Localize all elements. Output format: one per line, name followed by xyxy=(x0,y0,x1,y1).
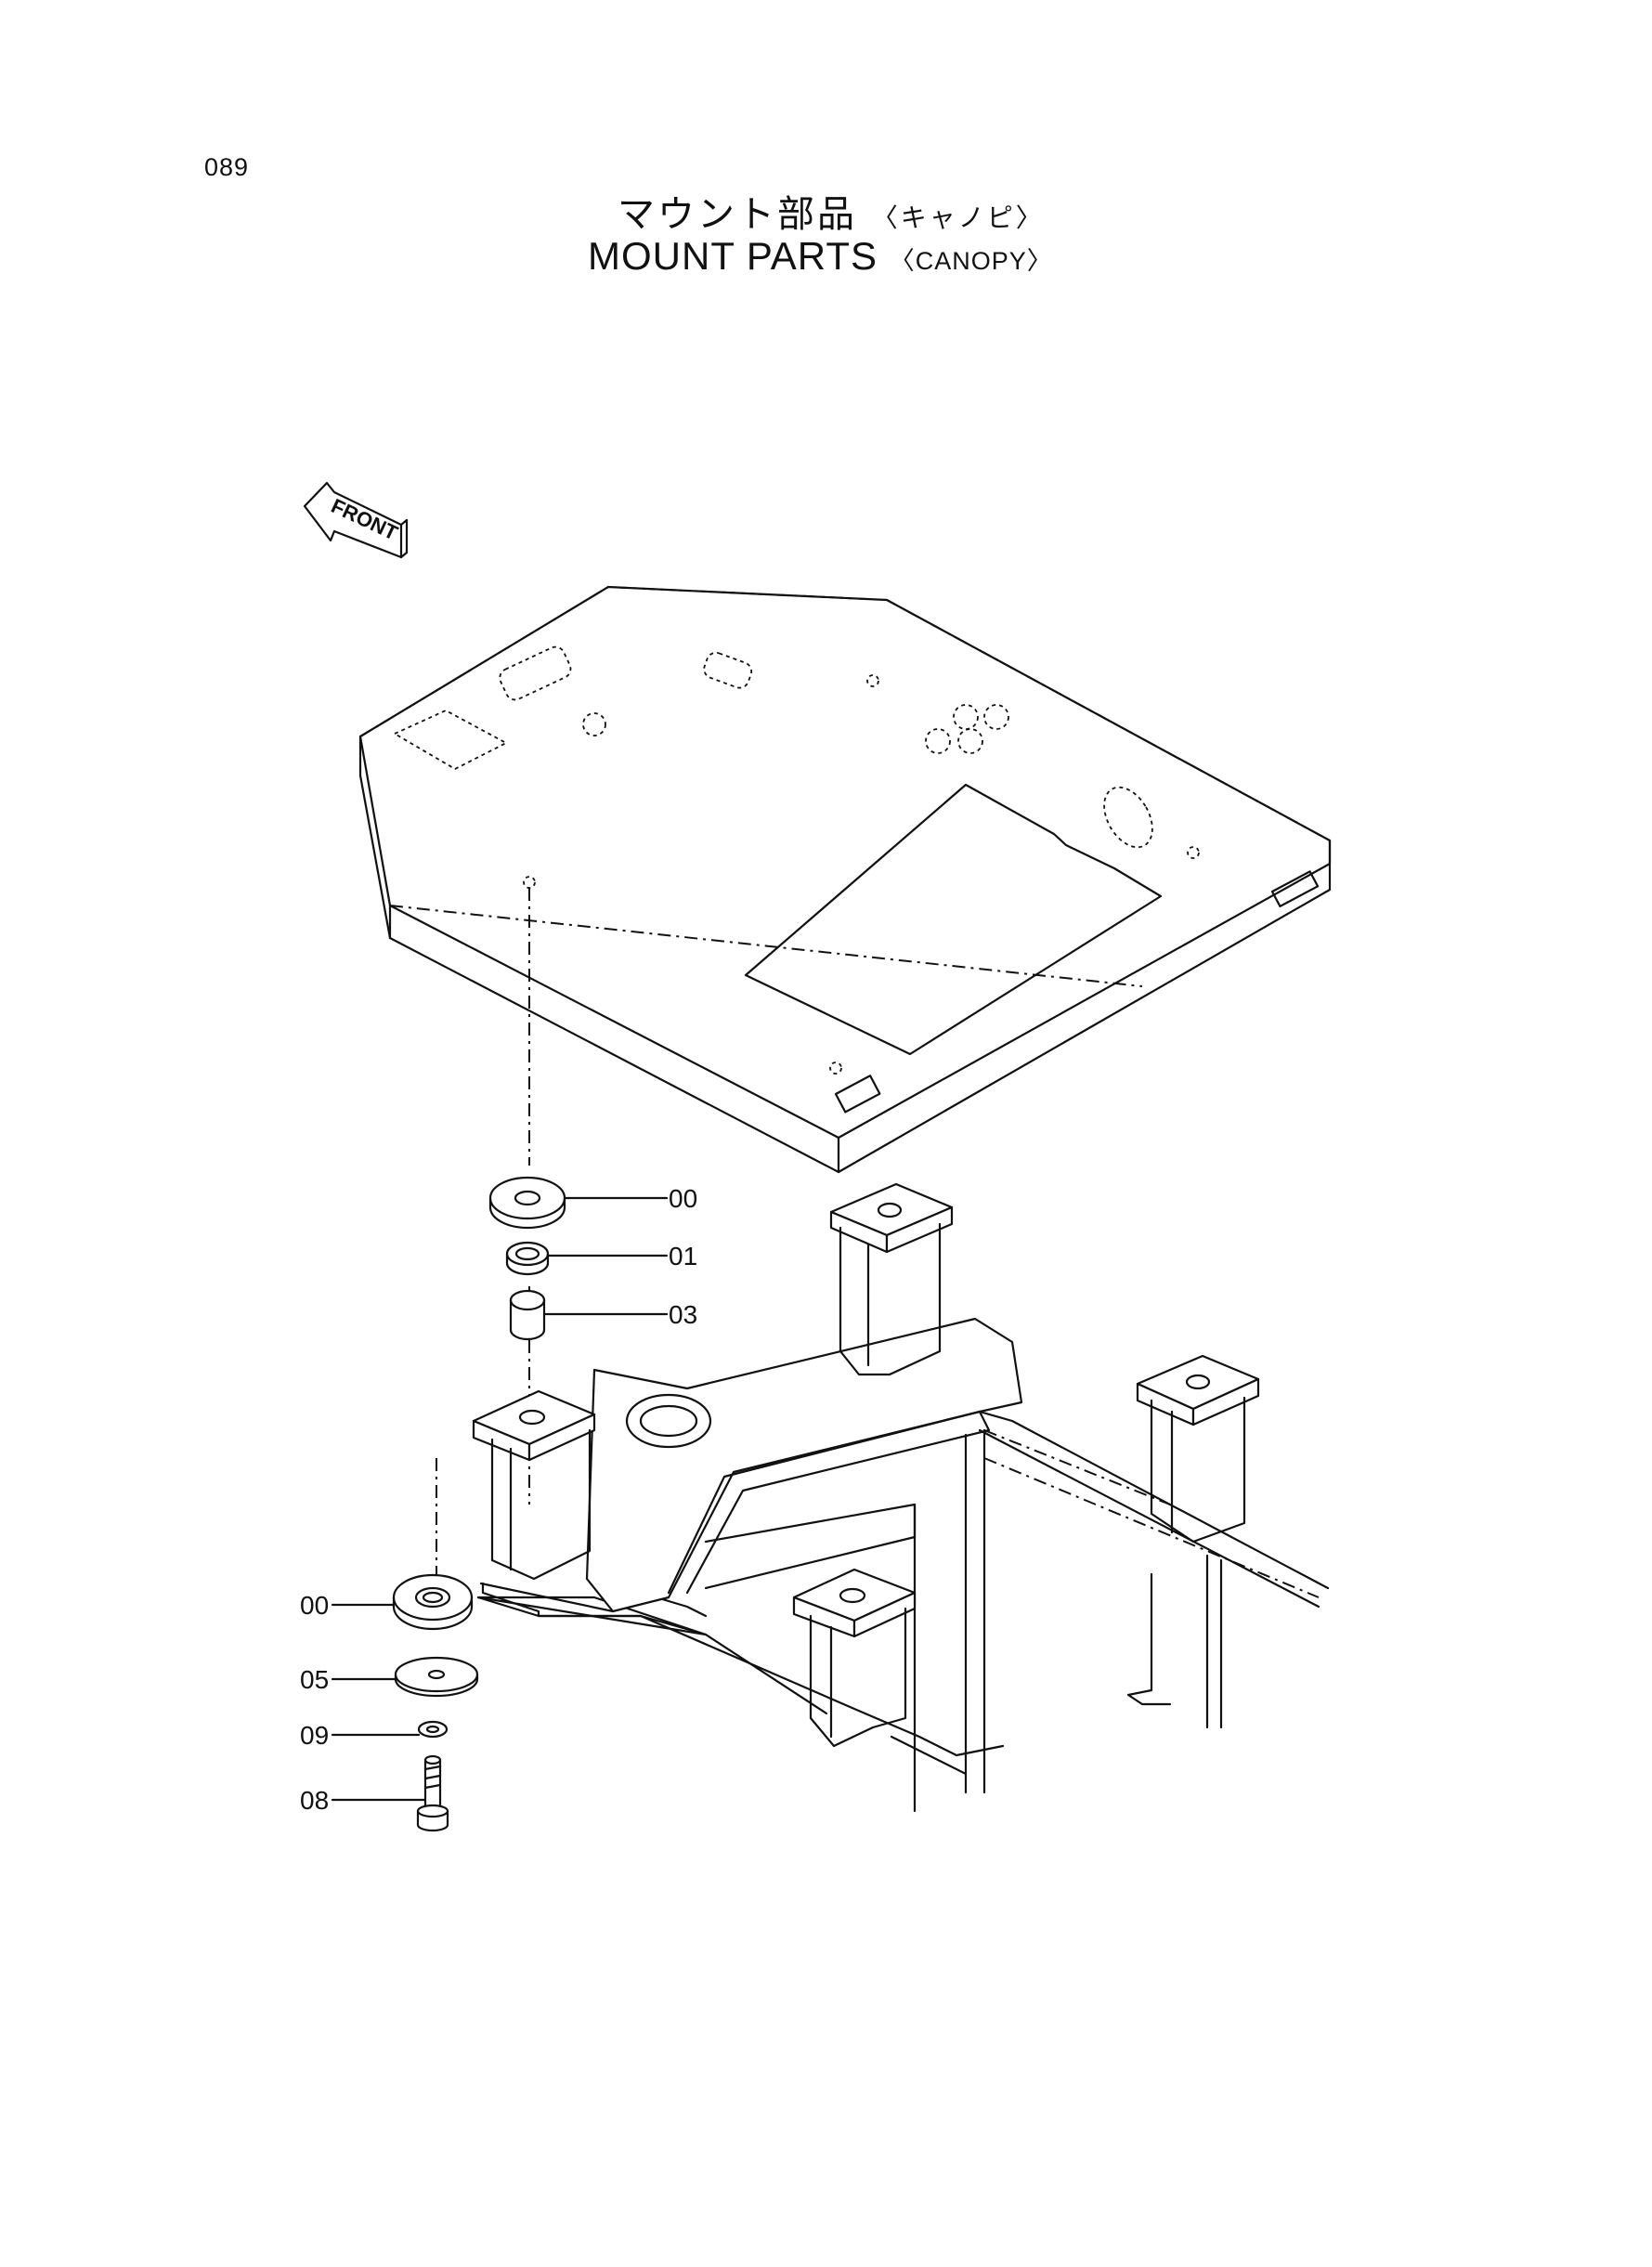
callout-00-bottom: 00 xyxy=(300,1591,329,1620)
bolt xyxy=(416,1754,449,1832)
post-bottom xyxy=(792,1568,917,1748)
bushing xyxy=(505,1241,550,1276)
canopy-frame xyxy=(476,1317,1330,1813)
post-right xyxy=(1136,1354,1260,1544)
page-number: 089 xyxy=(204,153,250,181)
plate-washer xyxy=(394,1656,479,1698)
front-label: FRONT xyxy=(328,494,402,545)
callout-05: 05 xyxy=(300,1665,329,1694)
leader-lines xyxy=(331,1196,669,1802)
callout-00-top: 00 xyxy=(669,1184,697,1213)
subtitle-en: 〈CANOPY〉 xyxy=(889,247,1053,275)
washer-bottom xyxy=(392,1573,474,1631)
floor-plate xyxy=(358,585,1332,1174)
post-center xyxy=(829,1182,954,1376)
collar xyxy=(509,1289,546,1341)
callout-09: 09 xyxy=(300,1721,329,1750)
callout-03: 03 xyxy=(669,1300,697,1329)
callout-01: 01 xyxy=(669,1242,697,1270)
post-left xyxy=(472,1389,596,1581)
washer-top xyxy=(488,1176,566,1230)
title-jp-main: マウント部品 xyxy=(618,193,857,236)
title-jp: マウント部品 〈キャノピ〉 xyxy=(618,184,1045,238)
callout-08: 08 xyxy=(300,1786,329,1815)
subtitle-jp: 〈キャノピ〉 xyxy=(871,202,1045,233)
title-en-main: MOUNT PARTS xyxy=(588,234,878,278)
spring-washer xyxy=(417,1720,449,1739)
title-en: MOUNT PARTS 〈CANOPY〉 xyxy=(588,234,1053,279)
front-arrow-icon: FRONT xyxy=(303,481,409,559)
